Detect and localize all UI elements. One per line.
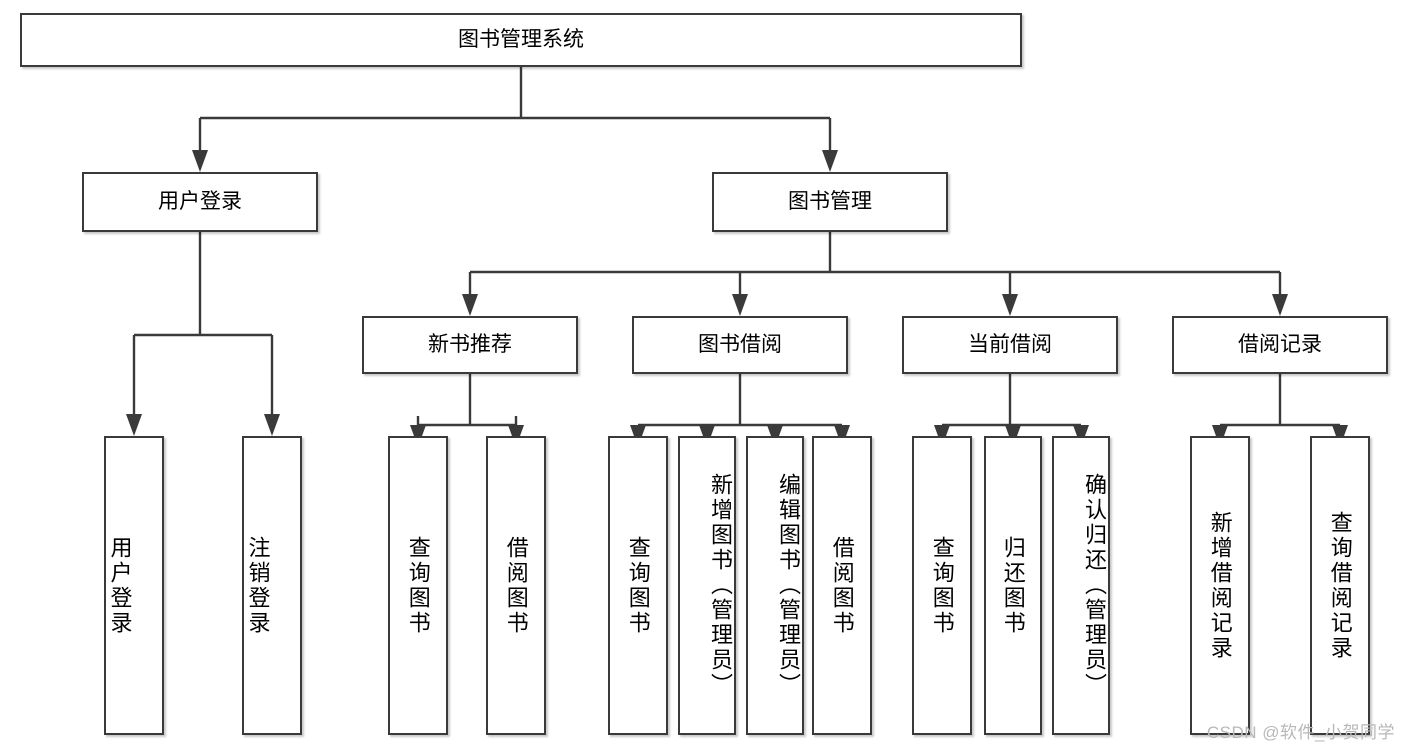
arrowhead-leaf-user-login <box>126 414 142 436</box>
leaf-query-book-borrow-label: 查询图书 <box>625 535 651 636</box>
leaf-borrow-book-newbook-label: 借阅图书 <box>503 535 529 636</box>
leaf-confirm-return-admin[interactable]: 确认归还（管理员） <box>1052 436 1110 735</box>
leaf-return-book-label: 归还图书 <box>1000 535 1026 636</box>
arrowhead-borrow-record <box>1272 294 1288 316</box>
node-book-borrow-label: 图书借阅 <box>698 332 782 356</box>
leaf-user-login[interactable]: 用户登录 <box>104 436 164 735</box>
arrowhead-user-login <box>192 150 208 172</box>
arrowhead-new-book <box>462 294 478 316</box>
leaf-borrow-book-borrow-label: 借阅图书 <box>829 535 855 636</box>
leaf-add-borrow-record[interactable]: 新增借阅记录 <box>1190 436 1250 735</box>
leaf-add-book-admin[interactable]: 新增图书（管理员） <box>678 436 736 735</box>
leaf-confirm-return-admin-label: 确认归还（管理员） <box>1082 473 1107 698</box>
node-user-login-label: 用户登录 <box>158 189 242 213</box>
node-new-book-recommend[interactable]: 新书推荐 <box>362 316 578 374</box>
node-current-borrow-label: 当前借阅 <box>968 332 1052 356</box>
leaf-query-book-newbook[interactable]: 查询图书 <box>388 436 448 735</box>
node-book-borrow[interactable]: 图书借阅 <box>632 316 848 374</box>
leaf-edit-book-admin[interactable]: 编辑图书（管理员） <box>746 436 804 735</box>
node-borrow-record-label: 借阅记录 <box>1238 332 1322 356</box>
node-root-label: 图书管理系统 <box>458 27 584 51</box>
leaf-logout[interactable]: 注销登录 <box>242 436 302 735</box>
node-borrow-record[interactable]: 借阅记录 <box>1172 316 1388 374</box>
leaf-query-book-current-label: 查询图书 <box>929 535 955 636</box>
node-new-book-recommend-label: 新书推荐 <box>428 332 512 356</box>
leaf-query-book-newbook-label: 查询图书 <box>405 535 431 636</box>
leaf-user-login-label: 用户登录 <box>107 535 133 636</box>
leaf-edit-book-admin-label: 编辑图书（管理员） <box>776 473 801 698</box>
arrowhead-book-mgmt <box>822 150 838 172</box>
arrowhead-book-borrow <box>732 294 748 316</box>
leaf-query-book-borrow[interactable]: 查询图书 <box>608 436 668 735</box>
leaf-query-borrow-record-label: 查询借阅记录 <box>1327 510 1353 661</box>
node-root[interactable]: 图书管理系统 <box>20 13 1022 67</box>
node-current-borrow[interactable]: 当前借阅 <box>902 316 1118 374</box>
node-book-management[interactable]: 图书管理 <box>712 172 948 232</box>
node-user-login[interactable]: 用户登录 <box>82 172 318 232</box>
leaf-add-borrow-record-label: 新增借阅记录 <box>1207 510 1233 661</box>
leaf-logout-label: 注销登录 <box>245 535 271 636</box>
leaf-query-borrow-record[interactable]: 查询借阅记录 <box>1310 436 1370 735</box>
leaf-borrow-book-newbook[interactable]: 借阅图书 <box>486 436 546 735</box>
leaf-query-book-current[interactable]: 查询图书 <box>912 436 972 735</box>
arrowhead-leaf-logout <box>264 414 280 436</box>
arrowhead-current-borrow <box>1002 294 1018 316</box>
watermark: CSDN @软件_小贺同学 <box>1206 723 1395 742</box>
leaf-borrow-book-borrow[interactable]: 借阅图书 <box>812 436 872 735</box>
leaf-add-book-admin-label: 新增图书（管理员） <box>708 473 733 698</box>
node-book-management-label: 图书管理 <box>788 189 872 213</box>
leaf-return-book[interactable]: 归还图书 <box>984 436 1042 735</box>
